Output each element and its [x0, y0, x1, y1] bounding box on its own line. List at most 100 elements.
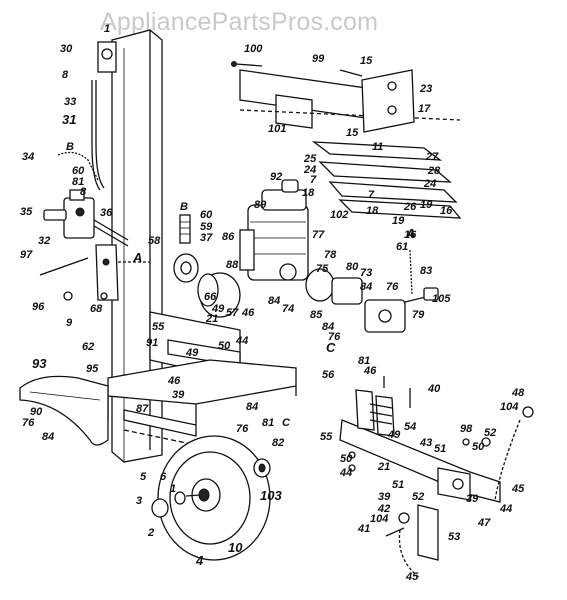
wedge-plates	[311, 141, 462, 219]
callout-31: 31	[62, 112, 76, 127]
callout-A-left: A	[132, 250, 142, 265]
bearing-103	[253, 458, 271, 478]
callout-81-pump: 81	[358, 355, 370, 367]
callout-11: 11	[372, 141, 383, 153]
callout-21-right: 21	[377, 461, 390, 473]
hub-parts	[151, 491, 201, 518]
callout-102: 102	[330, 209, 348, 221]
callout-60-left: 60	[72, 165, 85, 177]
callout-76-left: 76	[22, 417, 35, 429]
callout-58: 58	[148, 235, 161, 247]
callout-21-left: 21	[205, 313, 218, 325]
callout-47: 47	[477, 517, 491, 529]
callout-26: 26	[403, 201, 417, 213]
callout-105: 105	[432, 293, 451, 305]
callout-54: 54	[404, 421, 416, 433]
pump-assembly	[305, 268, 431, 333]
callout-28: 28	[427, 165, 441, 177]
callout-85: 85	[310, 309, 323, 321]
callout-56: 56	[322, 369, 335, 381]
callout-50-tongue: 50	[472, 441, 485, 453]
callout-78: 78	[324, 249, 337, 261]
callout-25: 25	[303, 153, 317, 165]
callout-27: 27	[425, 151, 439, 163]
callout-60-mid: 60	[200, 209, 213, 221]
callout-35: 35	[20, 206, 33, 218]
valve-handle	[39, 257, 89, 276]
callout-2: 2	[147, 527, 154, 539]
callout-43: 43	[419, 437, 432, 449]
callout-46-left: 46	[241, 307, 255, 319]
callout-84-left: 84	[42, 431, 54, 443]
callout-62: 62	[82, 341, 94, 353]
callout-44-right: 44	[339, 467, 352, 479]
callout-23: 23	[419, 83, 432, 95]
callout-39-tongue: 39	[466, 493, 479, 505]
axle-frame	[107, 359, 297, 446]
callout-80: 80	[346, 261, 359, 273]
callout-48: 48	[511, 387, 525, 399]
callout-61: 61	[396, 241, 408, 253]
callout-5: 5	[140, 471, 147, 483]
callout-52-top: 52	[484, 427, 496, 439]
callout-49-right: 49	[387, 429, 401, 441]
callout-8-top: 8	[62, 69, 69, 81]
callout-76-pump: 76	[386, 281, 399, 293]
bolt-15	[339, 69, 363, 77]
callout-81-bot: 81	[262, 417, 274, 429]
callout-36: 36	[100, 207, 113, 219]
fender-93	[19, 375, 109, 446]
callout-84-lower: 84	[322, 321, 334, 333]
callout-88: 88	[226, 259, 239, 271]
control-valve	[43, 189, 129, 247]
callout-16-mid: 16	[404, 229, 417, 241]
callout-7-right: 7	[368, 189, 375, 201]
hardware-misc	[63, 291, 534, 537]
callout-6: 6	[160, 471, 167, 483]
callout-C-mid: C	[282, 417, 291, 429]
callout-A-right: A	[405, 226, 415, 241]
callout-95: 95	[86, 363, 99, 375]
callout-99: 99	[312, 53, 325, 65]
callout-18-left: 18	[302, 187, 315, 199]
callout-76-lower: 76	[328, 331, 341, 343]
callout-50-right: 50	[340, 453, 353, 465]
callout-96: 96	[32, 301, 45, 313]
tongue-assembly	[339, 389, 501, 561]
callout-18-right: 18	[366, 205, 379, 217]
callout-1-top: 1	[104, 23, 110, 35]
safety-chain-right	[494, 419, 521, 501]
callout-83: 83	[420, 265, 432, 277]
callout-81-left: 81	[72, 176, 84, 188]
callout-4: 4	[195, 553, 204, 568]
callout-3: 3	[136, 495, 142, 507]
callout-90: 90	[30, 406, 43, 418]
callout-93: 93	[32, 356, 47, 371]
callout-42: 42	[377, 503, 390, 515]
callout-53: 53	[448, 531, 460, 543]
callout-44-left: 44	[235, 335, 248, 347]
callout-7-left: 7	[310, 174, 317, 186]
callout-19-mid: 19	[392, 215, 405, 227]
wheel-4	[157, 435, 271, 561]
callout-45-lower: 45	[405, 571, 419, 583]
callout-39-right: 39	[378, 491, 391, 503]
callout-19-right: 19	[420, 199, 433, 211]
callout-89: 89	[254, 199, 267, 211]
callout-30: 30	[60, 43, 73, 55]
callout-10: 10	[228, 540, 243, 555]
callout-79: 79	[412, 309, 425, 321]
coupling-58	[173, 253, 199, 283]
callout-73: 73	[360, 267, 372, 279]
callout-15-top: 15	[360, 55, 373, 67]
callout-55-right: 55	[320, 431, 333, 443]
callout-B-mid: B	[180, 201, 188, 213]
hose-83	[409, 249, 413, 296]
callout-98: 98	[460, 423, 473, 435]
callout-8-mid: 8	[80, 186, 87, 198]
callout-39-left: 39	[172, 389, 185, 401]
callout-C-pump: C	[326, 340, 336, 355]
callout-77: 77	[312, 229, 325, 241]
callout-46-mid: 46	[167, 375, 181, 387]
hydraulic-line	[91, 80, 105, 191]
